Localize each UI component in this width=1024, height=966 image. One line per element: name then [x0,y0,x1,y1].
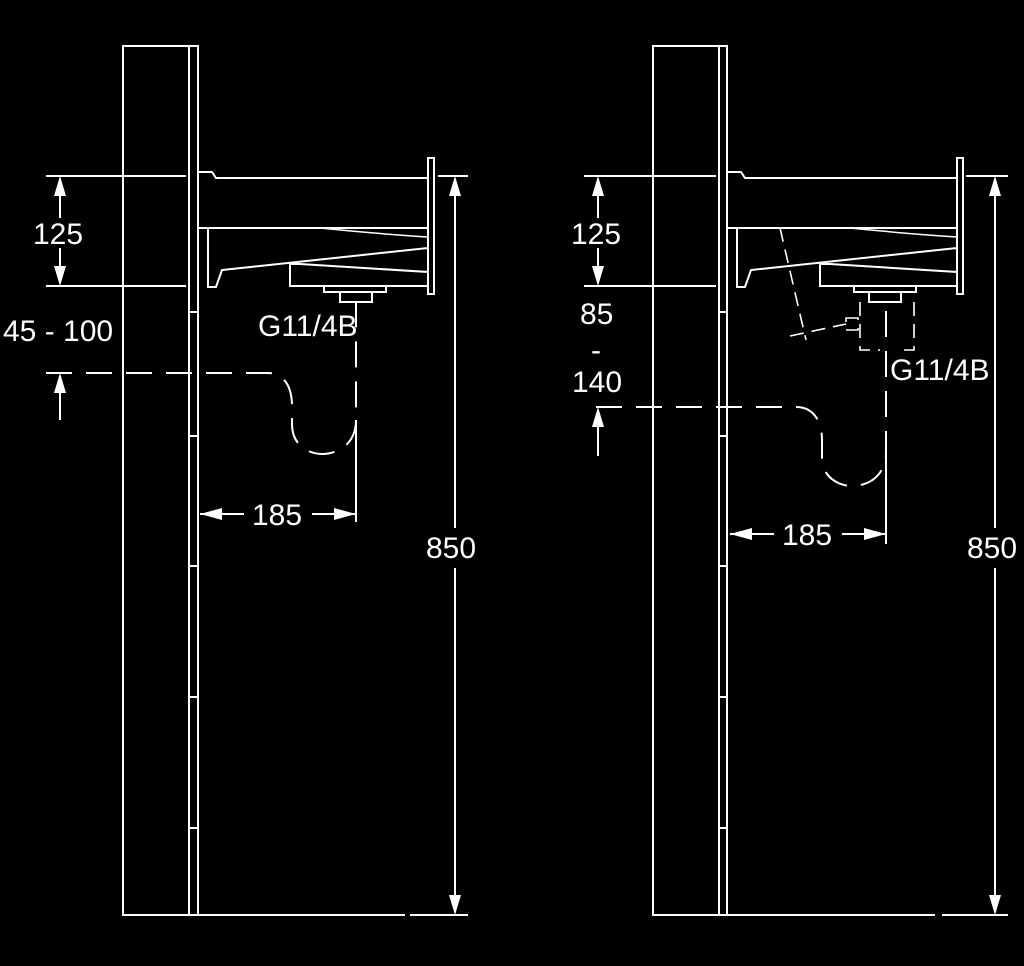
left-dim-125-label: 125 [33,218,83,251]
right-thread-label: G11/4B [890,354,990,387]
left-view: 125 45 - 100 G11/4B 185 850 [3,45,476,916]
right-dim-185-label: 185 [782,519,832,552]
right-siphon [596,302,887,488]
right-dim-drain: 85 - 140 [572,298,622,456]
left-basin [198,157,435,303]
right-dim-850: 850 [942,175,1017,916]
right-basin [727,157,964,303]
right-wall [652,45,935,916]
left-dim-185: 185 [200,420,357,532]
right-view: 125 85 - 140 G11/4B 185 850 [571,45,1017,916]
right-overflow [779,227,915,351]
left-dim-drain: 45 - 100 [3,315,113,420]
right-dim-850-label: 850 [967,532,1017,565]
left-thread-label: G11/4B [258,310,358,343]
left-dim-drain-label: 45 - 100 [3,315,113,348]
left-dim-850-label: 850 [426,532,476,565]
left-siphon [46,302,357,456]
left-dim-125: 125 [33,175,186,287]
left-dim-185-label: 185 [252,499,302,532]
right-dim-drain-top: 85 [580,298,613,331]
right-dim-125: 125 [571,175,716,287]
right-dim-drain-bottom: 140 [572,366,622,399]
left-dim-850: 850 [410,175,476,916]
right-dim-125-label: 125 [571,218,621,251]
left-wall [122,45,405,916]
right-dim-drain-sep: - [591,334,601,367]
right-dim-185: 185 [730,452,887,552]
